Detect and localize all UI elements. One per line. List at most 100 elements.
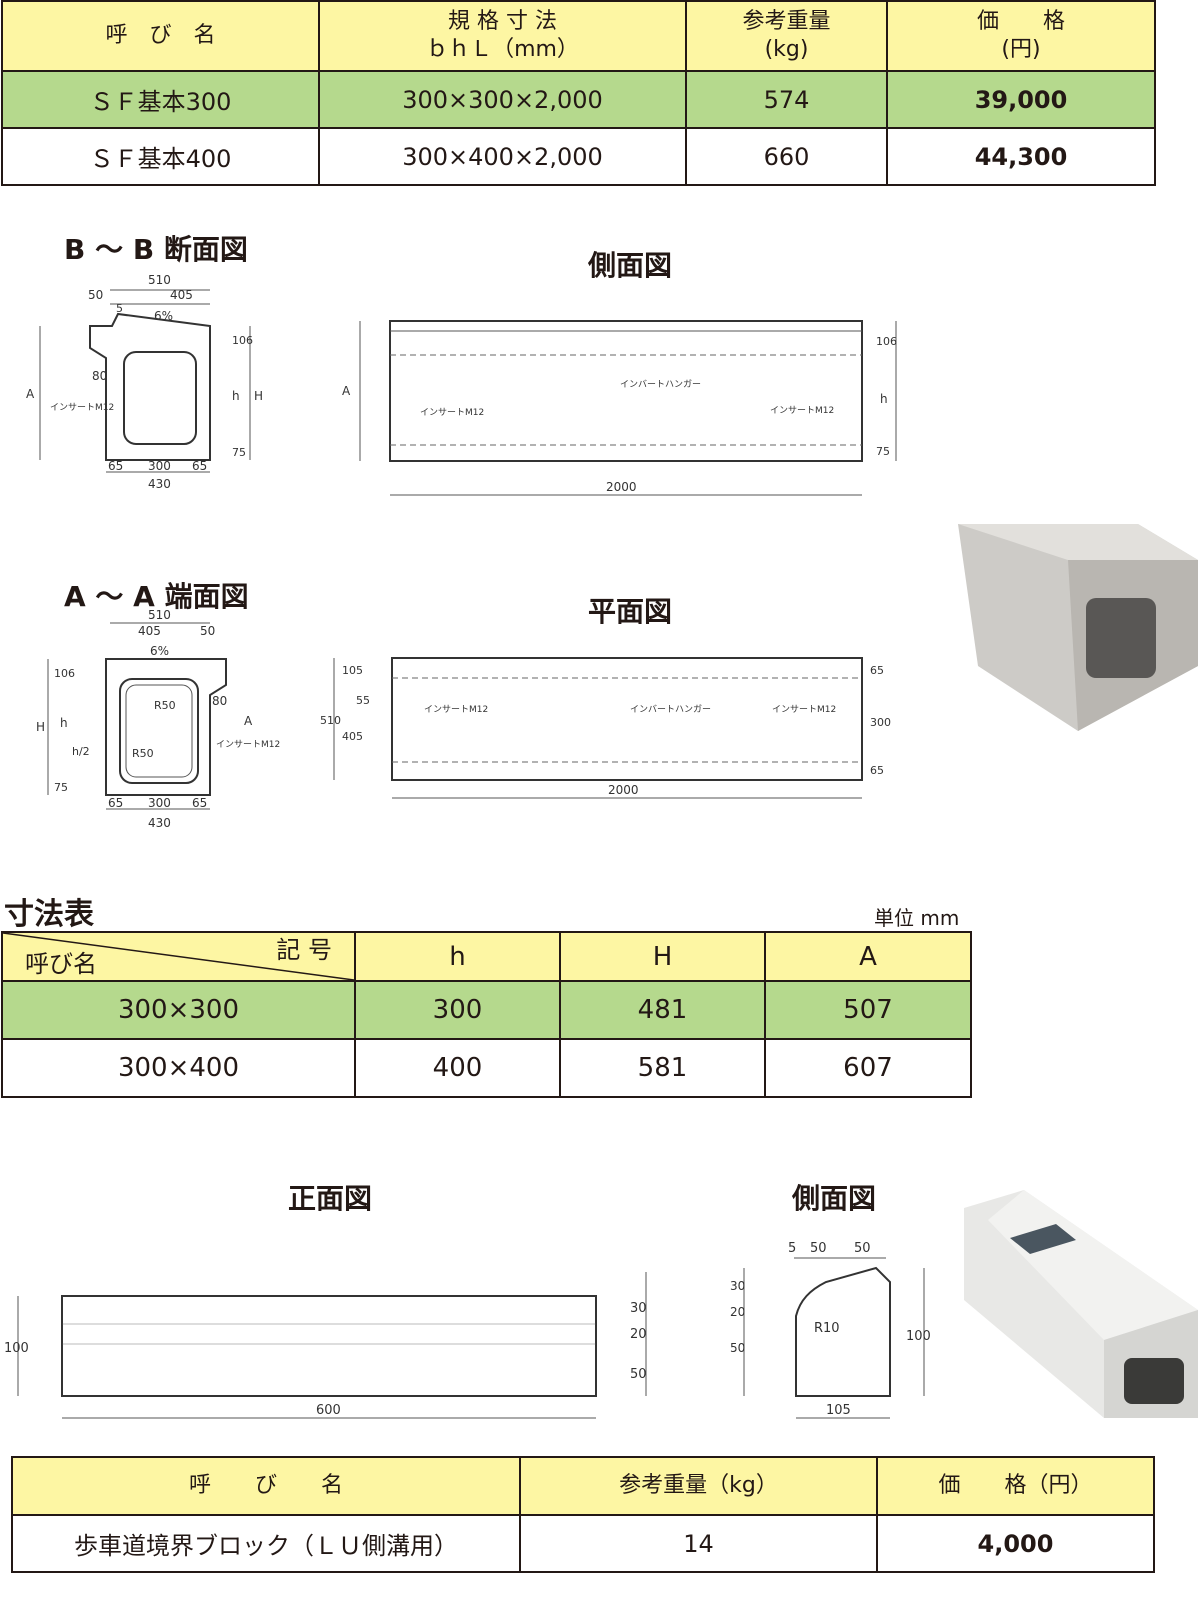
dim-430: 430 (148, 816, 171, 830)
corner-symbol-label: 記 号 (276, 936, 332, 964)
dim-30: 30 (630, 1301, 647, 1316)
block-table-header: 呼 び 名 参考重量（kg） 価 格（円） (11, 1456, 1155, 1516)
header-price-line1: 価 格 (976, 9, 1065, 34)
header-weight-line2: (kg) (764, 37, 809, 62)
dim-50: 50 (88, 288, 103, 302)
block-side-view-title: 側面図 (792, 1182, 877, 1215)
side-view-drawing: A 106 h 75 インサートM12 インバートハンガー インサートM12 2… (342, 320, 897, 496)
dim-75: 75 (876, 445, 890, 458)
dim-h: h (60, 716, 68, 730)
dim-405: 405 (138, 624, 161, 638)
cell-name: 300×400 (1, 1038, 356, 1098)
header-dims-line1: 規 格 寸 法 (448, 9, 557, 34)
dim-80: 80 (92, 369, 107, 383)
bb-section-drawing: 510 50 405 5 6% A H 106 h 75 80 インサートM12… (26, 273, 263, 491)
dim-h: h (880, 392, 888, 406)
dim-106: 106 (232, 334, 253, 347)
header-dims: 規 格 寸 法 ｂｈＬ（mm） (318, 0, 687, 72)
dim-100: 100 (4, 1341, 29, 1356)
dim-2000: 2000 (606, 480, 637, 494)
dim-65: 65 (192, 796, 207, 810)
dim-510: 510 (320, 714, 341, 727)
table-row: ＳＦ基本300 300×300×2,000 574 39,000 (1, 70, 1156, 129)
insert-label: インサートM12 (216, 739, 280, 750)
dim-405: 405 (342, 730, 363, 743)
cell-dims: 300×400×2,000 (318, 127, 687, 186)
table-row: 300×400 400 581 607 (1, 1038, 972, 1098)
dim-5: 5 (116, 302, 123, 315)
dim-600: 600 (316, 1403, 341, 1418)
dim-30: 30 (730, 1279, 745, 1293)
dim-65: 65 (108, 459, 123, 473)
cell-name: ＳＦ基本400 (1, 127, 320, 186)
insert-label: インサートM12 (50, 402, 114, 413)
dim-A: A (342, 384, 351, 398)
dim-65: 65 (870, 664, 884, 677)
block-price-table: 呼 び 名 参考重量（kg） 価 格（円） 歩車道境界ブロック（ＬＵ側溝用） 1… (11, 1456, 1155, 1573)
dim-H: H (254, 389, 263, 403)
insert-label: インサートM12 (424, 704, 488, 715)
bb-section-title: B ～ B 断面図 (64, 233, 248, 266)
dim-105: 105 (826, 1403, 851, 1418)
cell-name: 300×300 (1, 980, 356, 1040)
header-weight-line1: 参考重量 (742, 9, 831, 34)
product-photo-gutter (958, 516, 1198, 731)
hanger-label: インバートハンガー (630, 704, 711, 715)
dim-50: 50 (854, 1241, 871, 1256)
cell-H: 581 (559, 1038, 766, 1098)
dim-75: 75 (232, 446, 246, 459)
dim-65: 65 (192, 459, 207, 473)
dim-80: 80 (212, 694, 227, 708)
dim-75: 75 (54, 781, 68, 794)
dimension-table: 記 号 呼び名 h H A 300×300 300 481 507 300×40… (1, 931, 972, 1098)
dim-300: 300 (148, 459, 171, 473)
dim-50: 50 (200, 624, 215, 638)
header-H: H (559, 931, 766, 982)
header-name: 呼 び 名 (11, 1456, 521, 1516)
dim-20: 20 (630, 1327, 647, 1342)
cell-H: 481 (559, 980, 766, 1040)
dim-table-header: 記 号 呼び名 h H A (1, 931, 972, 982)
dim-50: 50 (810, 1241, 827, 1256)
front-view-title: 正面図 (288, 1182, 373, 1215)
dim-5: 5 (788, 1241, 796, 1256)
header-price: 価 格 (円) (886, 0, 1156, 72)
table-row: 歩車道境界ブロック（ＬＵ側溝用） 14 4,000 (11, 1514, 1155, 1573)
header-h: h (354, 931, 561, 982)
dim-50: 50 (730, 1341, 745, 1355)
cell-dims: 300×300×2,000 (318, 70, 687, 129)
header-weight: 参考重量 (kg) (685, 0, 888, 72)
header-weight: 参考重量（kg） (519, 1456, 878, 1516)
cell-A: 507 (764, 980, 972, 1040)
dim-h: h (232, 389, 240, 403)
hanger-label: インバートハンガー (620, 379, 701, 390)
insert-label: インサートM12 (772, 704, 836, 715)
dim-A: A (26, 387, 35, 401)
dim-55: 55 (356, 694, 370, 707)
aa-end-title: A ～ A 端面図 (64, 580, 249, 613)
dim-h-half: h/2 (72, 745, 90, 758)
cell-h: 400 (354, 1038, 561, 1098)
header-A: A (764, 931, 972, 982)
header-dims-line2: ｂｈＬ（mm） (426, 37, 579, 62)
dim-430: 430 (148, 477, 171, 491)
dim-510: 510 (148, 273, 171, 287)
cell-name: ＳＦ基本300 (1, 70, 320, 129)
header-price: 価 格（円） (876, 1456, 1155, 1516)
header-price-line2: (円) (1001, 37, 1041, 62)
cell-weight: 574 (685, 70, 888, 129)
dim-65: 65 (108, 796, 123, 810)
dim-table-title: 寸法表 (4, 897, 94, 932)
cell-h: 300 (354, 980, 561, 1040)
insert-label: インサートM12 (770, 405, 834, 416)
table-row: 300×300 300 481 507 (1, 980, 972, 1040)
r50-label: R50 (154, 699, 176, 712)
dim-table-unit: 単位 mm (874, 906, 960, 930)
slope-label: 6% (150, 644, 169, 658)
r50-label: R50 (132, 747, 154, 760)
cell-price: 44,300 (886, 127, 1156, 186)
r10-label: R10 (814, 1321, 840, 1336)
dim-H: H (36, 720, 45, 734)
